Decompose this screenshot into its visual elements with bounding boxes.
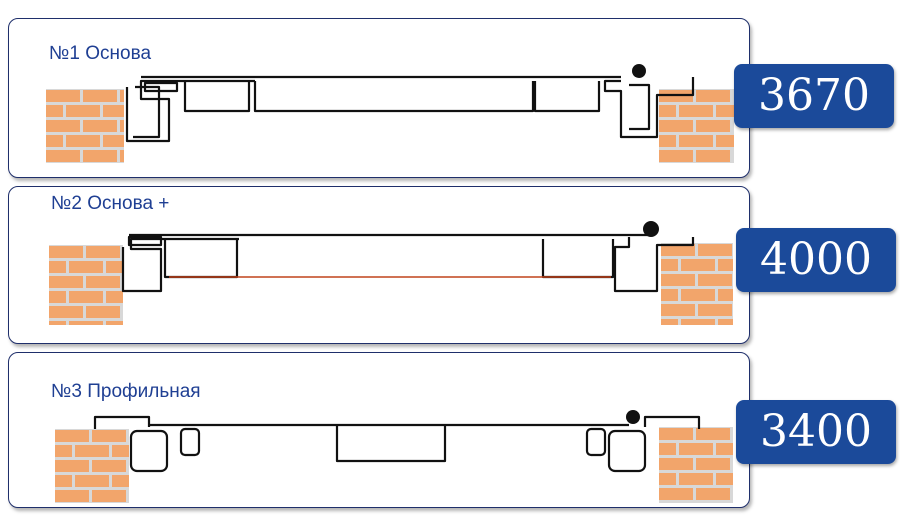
door-variant-card-1: №1 Основа	[8, 18, 750, 178]
brick-wall-right	[661, 243, 733, 325]
brick-wall-right	[659, 89, 734, 163]
frame-profile-right	[613, 237, 695, 293]
door-section-diagram	[55, 410, 733, 503]
variant-title: №2 Основа +	[51, 193, 170, 214]
variant-title: №1 Основа	[49, 43, 152, 64]
stiffener-left	[183, 81, 251, 113]
brick-wall-left	[46, 89, 124, 163]
price-badge-3: 3400	[736, 400, 896, 464]
frame-profile-right-inner	[629, 83, 651, 131]
tube-profile-left	[129, 429, 169, 473]
door-seal-bead	[643, 221, 659, 237]
frame-profile-left	[125, 79, 255, 143]
brick-wall-left	[55, 429, 129, 503]
frame-profile-left	[121, 237, 239, 293]
brick-wall-left	[49, 245, 123, 325]
door-leaf-left-lip	[143, 81, 179, 93]
door-seal-bead	[632, 64, 646, 78]
door-leaf-left-lip	[127, 235, 163, 247]
price-badge-1: 3670	[734, 64, 894, 128]
door-leaf-inner-sheet	[335, 425, 447, 463]
door-variant-card-2: №2 Основа +	[8, 186, 750, 344]
door-seal-bead	[626, 410, 640, 424]
brick-wall-right	[659, 427, 733, 503]
door-section-diagram	[46, 64, 734, 163]
door-section-diagram	[49, 221, 733, 325]
frame-profile-left	[93, 415, 151, 429]
frame-profile-right	[603, 77, 695, 139]
stiffener-right	[541, 239, 615, 279]
frame-profile-right	[643, 415, 701, 429]
price-badge-2: 4000	[736, 228, 896, 292]
tube-small-right	[585, 427, 607, 457]
stiffener-left	[163, 239, 239, 279]
variant-title: №3 Профильная	[51, 381, 201, 402]
stiffener-right	[533, 81, 601, 113]
tube-profile-right	[607, 429, 647, 473]
frame-profile-left-inner	[133, 85, 161, 139]
tube-small-left	[179, 427, 201, 457]
door-leaf-inner-sheet	[253, 81, 535, 113]
door-variant-card-3: №3 Профильная	[8, 352, 750, 508]
